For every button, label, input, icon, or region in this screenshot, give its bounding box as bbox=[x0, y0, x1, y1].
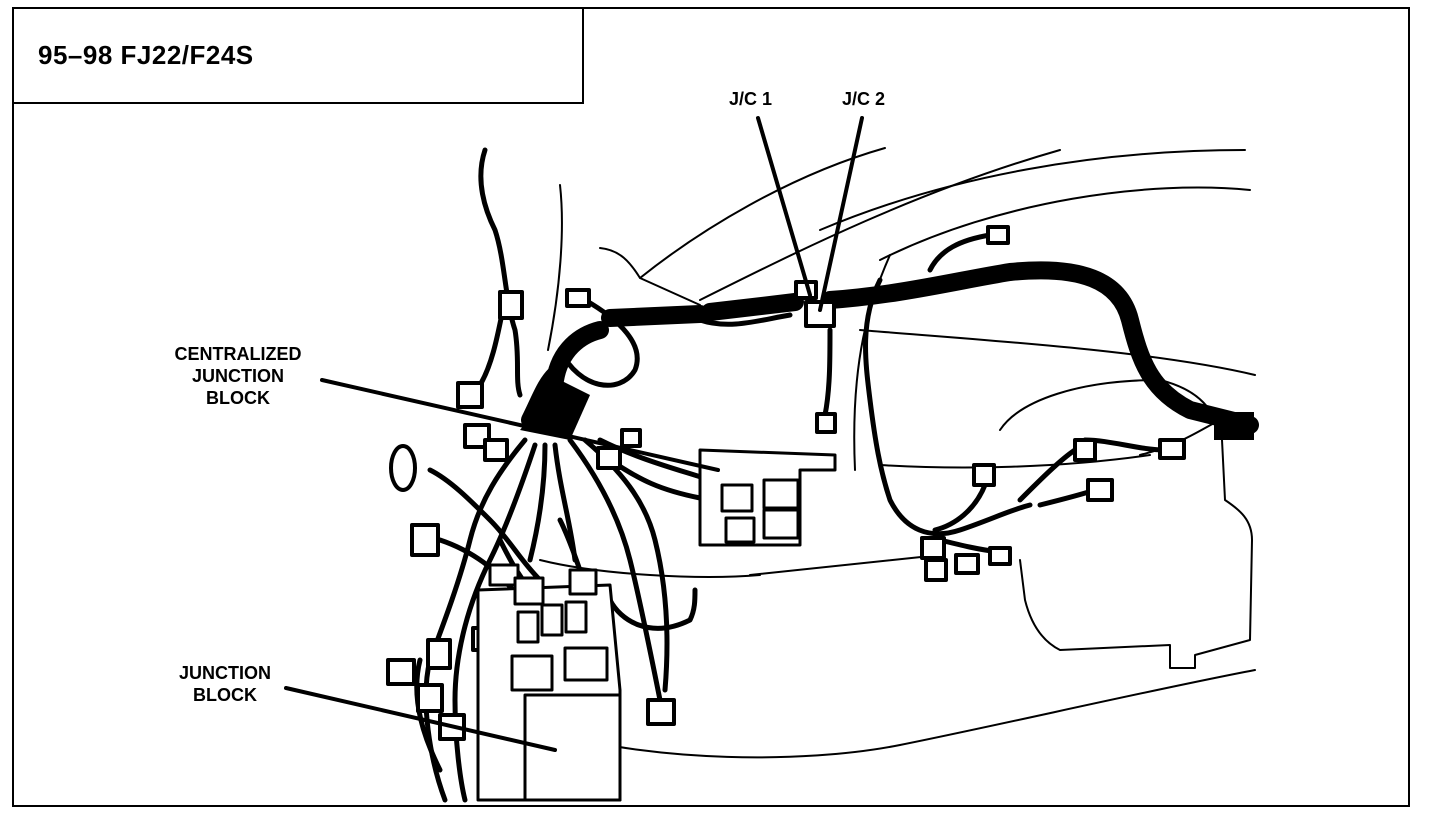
jc1-leader bbox=[756, 116, 812, 297]
grommet bbox=[389, 444, 417, 492]
dashboard-outline bbox=[539, 147, 1256, 759]
junction-block bbox=[476, 563, 622, 802]
diagram-title: 95–98 FJ22/F24S bbox=[38, 40, 254, 70]
connector bbox=[1158, 438, 1186, 460]
jc2-leader bbox=[818, 116, 864, 312]
connector bbox=[483, 438, 509, 462]
label-line: BLOCK bbox=[206, 388, 270, 408]
label-jc2: J/C 2 bbox=[842, 89, 886, 109]
centralized-leader bbox=[320, 378, 720, 472]
junction-leader bbox=[284, 686, 557, 752]
connector bbox=[972, 463, 996, 487]
connector bbox=[456, 381, 484, 409]
label-centralized-junction-block: CENTRALIZED JUNCTION BLOCK bbox=[158, 343, 318, 409]
connector bbox=[565, 288, 591, 308]
label-junction-block: JUNCTION BLOCK bbox=[160, 662, 290, 706]
harness-fill bbox=[520, 380, 1254, 440]
connector bbox=[410, 523, 440, 557]
label-jc1: J/C 1 bbox=[729, 89, 773, 109]
connector bbox=[924, 558, 948, 582]
leader-lines bbox=[284, 116, 864, 752]
label-line: JUNCTION bbox=[178, 663, 271, 683]
connector bbox=[954, 553, 980, 575]
centralized-junction-block bbox=[698, 448, 837, 547]
connector bbox=[386, 658, 416, 686]
label-line: BLOCK bbox=[193, 685, 257, 705]
connector bbox=[1073, 438, 1097, 462]
connector bbox=[986, 225, 1010, 245]
title-box bbox=[12, 7, 584, 104]
connector bbox=[988, 546, 1012, 566]
connector bbox=[426, 638, 452, 670]
connector bbox=[498, 290, 524, 320]
connector bbox=[416, 683, 444, 713]
main-harness bbox=[521, 261, 1259, 434]
label-line: JUNCTION bbox=[191, 366, 284, 386]
connector bbox=[596, 446, 622, 470]
connector bbox=[620, 428, 642, 448]
label-line: CENTRALIZED bbox=[174, 344, 302, 364]
connector bbox=[920, 536, 946, 560]
connector bbox=[815, 412, 837, 434]
connector bbox=[1086, 478, 1114, 502]
connector bbox=[646, 698, 676, 726]
